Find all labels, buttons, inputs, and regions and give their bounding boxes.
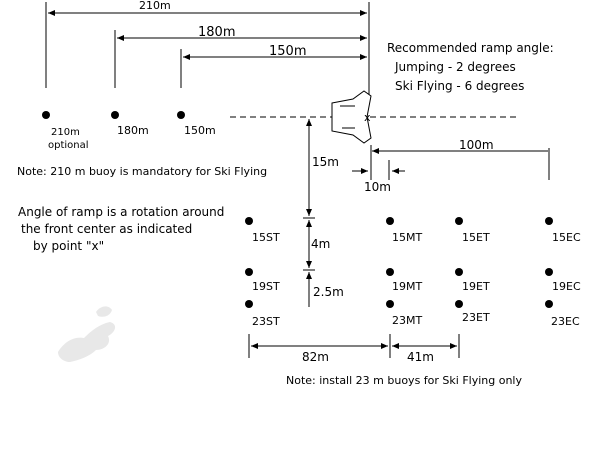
recommended-title: Recommended ramp angle: xyxy=(387,41,554,55)
ramp-shape xyxy=(331,90,372,144)
buoy-210-label: 210m xyxy=(51,127,80,138)
pivot-x: x xyxy=(364,111,371,124)
note-angle-line1: Angle of ramp is a rotation around xyxy=(18,205,224,219)
label-41: 41m xyxy=(407,350,434,364)
buoy-label-23mt: 23MT xyxy=(392,314,422,327)
buoy-15ec xyxy=(545,217,553,225)
buoy-label-23st: 23ST xyxy=(252,315,280,328)
label-150: 150m xyxy=(269,44,306,59)
label-10: 10m xyxy=(364,180,391,194)
label-15: 15m xyxy=(312,155,339,169)
buoy-180 xyxy=(111,111,119,119)
buoy-label-15et: 15ET xyxy=(462,231,490,244)
buoy-label-23ec: 23EC xyxy=(551,315,580,328)
buoy-label-19ec: 19EC xyxy=(552,280,581,293)
buoy-label-19st: 19ST xyxy=(252,280,280,293)
label-100: 100m xyxy=(459,138,494,152)
buoy-label-23et: 23ET xyxy=(462,311,490,324)
buoy-label-15st: 15ST xyxy=(252,231,280,244)
buoy-label-19mt: 19MT xyxy=(392,280,422,293)
buoy-23mt xyxy=(386,300,394,308)
buoy-180-label: 180m xyxy=(117,124,149,137)
buoy-15st xyxy=(245,217,253,225)
label-2-5: 2.5m xyxy=(313,285,344,299)
buoy-15mt xyxy=(386,217,394,225)
label-210: 210m xyxy=(139,0,171,12)
label-82: 82m xyxy=(302,350,329,364)
label-4: 4m xyxy=(311,237,330,251)
note-mandatory: Note: 210 m buoy is mandatory for Ski Fl… xyxy=(17,165,267,178)
buoy-150 xyxy=(177,111,185,119)
buoy-23et xyxy=(455,300,463,308)
buoy-150-label: 150m xyxy=(184,124,216,137)
buoy-19et xyxy=(455,268,463,276)
buoy-label-15ec: 15EC xyxy=(552,231,581,244)
buoy-19st xyxy=(245,268,253,276)
note-angle-line3: by point "x" xyxy=(33,239,104,253)
buoy-19mt xyxy=(386,268,394,276)
buoy-210 xyxy=(42,111,50,119)
buoy-210-sublabel: optional xyxy=(48,140,89,151)
recommended-flying: Ski Flying - 6 degrees xyxy=(395,79,524,93)
buoy-label-15mt: 15MT xyxy=(392,231,422,244)
buoy-19ec xyxy=(545,268,553,276)
buoy-23st xyxy=(245,300,253,308)
label-180: 180m xyxy=(198,25,235,40)
note-angle-line2: the front center as indicated xyxy=(21,222,192,236)
buoy-label-19et: 19ET xyxy=(462,280,490,293)
buoy-23ec xyxy=(545,300,553,308)
recommended-jumping: Jumping - 2 degrees xyxy=(394,60,516,74)
buoy-15et xyxy=(455,217,463,225)
note-install: Note: install 23 m buoys for Ski Flying … xyxy=(286,374,522,387)
watermark-skier-icon xyxy=(58,306,116,362)
